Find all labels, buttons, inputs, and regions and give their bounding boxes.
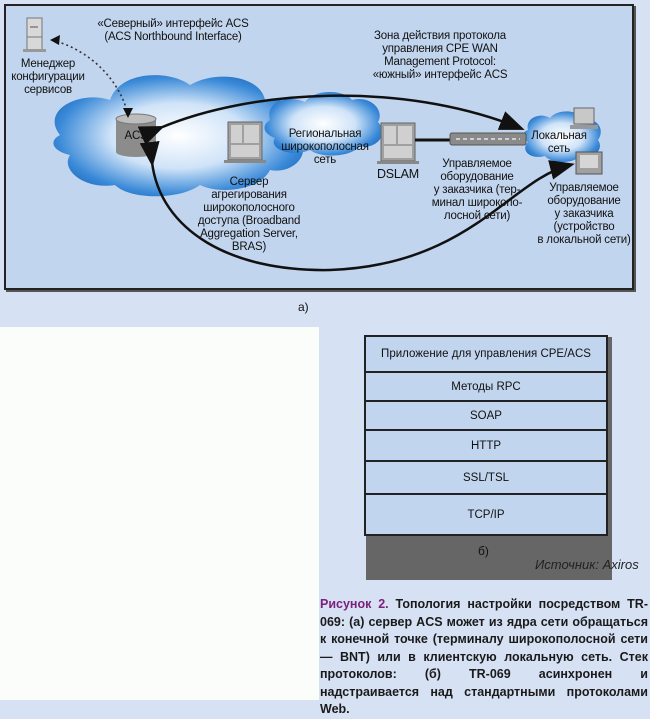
cpe-terminal-icon [449, 132, 527, 146]
diagram-b-sublabel: б) [478, 544, 489, 558]
topology-diagram [23, 17, 603, 272]
lan-tv-icon [575, 151, 603, 175]
blank-area [0, 327, 319, 700]
cpe-lan-device-label: Управляемое оборудование у заказчика (ус… [537, 182, 631, 246]
regional-network-label: Региональная широкополосная сеть [281, 128, 369, 166]
diagram-a-sublabel: а) [298, 300, 309, 314]
acs-to-terminal-arrow [137, 94, 525, 145]
bras-server-icon [224, 121, 266, 163]
figure-caption: Рисунок 2. Топология настройки посредств… [320, 596, 648, 719]
acs-to-lan-device-arrow [139, 140, 575, 272]
figure-number: Рисунок 2. [320, 597, 389, 611]
northbound-interface-label: «Северный» интерфейс ACS (ACS Northbound… [97, 18, 249, 43]
stack-layer-soap: SOAP [364, 400, 608, 429]
bras-label: Сервер агрегирования широкополосного дос… [197, 176, 301, 253]
stack-layer-tcpip: TCP/IP [364, 493, 608, 536]
acs-label: ACS [124, 130, 148, 142]
service-manager-label: Менеджер конфигурации сервисов [11, 58, 85, 96]
southbound-interface-label: Зона действия протокола управления CPE W… [372, 30, 508, 81]
northbound-down-arrowhead-icon [123, 108, 133, 118]
stack-layer-ssl: SSL/TSL [364, 460, 608, 493]
stack-layer-rpc: Методы RPC [364, 371, 608, 400]
northbound-arrowhead-icon [50, 35, 60, 45]
caption-text: Топология настройки посредством TR-069: … [320, 597, 648, 716]
local-network-label: Локальная сеть [531, 130, 587, 155]
stack-layer-application: Приложение для управления CPE/ACS [364, 335, 608, 371]
dslam-label: DSLAM [376, 167, 420, 181]
source-credit: Источник: Axiros [535, 557, 639, 572]
dslam-icon [377, 122, 419, 164]
stack-layer-http: HTTP [364, 429, 608, 460]
cpe-terminal-label: Управляемое оборудование у заказчика (те… [431, 158, 523, 222]
service-manager-server-icon [23, 17, 46, 52]
northbound-arrow-line [51, 39, 129, 116]
lan-pc-icon [570, 107, 598, 129]
